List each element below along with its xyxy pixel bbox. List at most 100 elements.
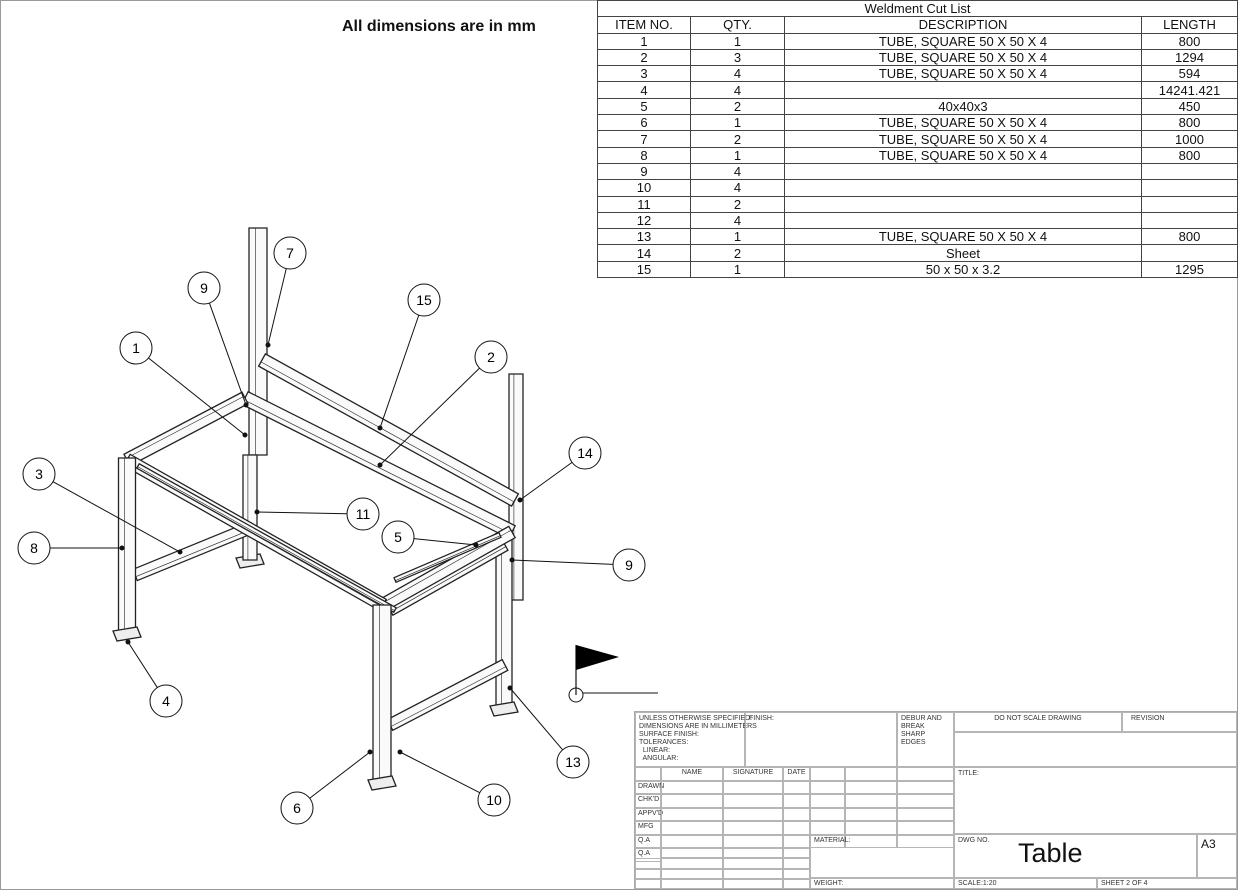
revision-field: REVISION xyxy=(1122,712,1237,732)
leader-line xyxy=(52,481,181,553)
signature-grid-cell xyxy=(810,780,845,794)
balloon-number: 3 xyxy=(35,466,43,482)
title-field: TITLE: xyxy=(954,767,1237,834)
signature-grid-cell xyxy=(783,878,810,890)
leader-line xyxy=(511,559,614,565)
back-right-post xyxy=(495,537,513,709)
description-cell: TUBE, SQUARE 50 X 50 X 4 xyxy=(784,32,1142,50)
balloon-number: 2 xyxy=(487,349,495,365)
signature-grid-cell xyxy=(635,878,661,890)
leader-line xyxy=(208,302,247,406)
signature-grid-cell xyxy=(661,821,723,835)
description-cell: TUBE, SQUARE 50 X 50 X 4 xyxy=(784,65,1142,83)
signature-grid-cell xyxy=(897,821,954,835)
material-field: MATERIAL: xyxy=(810,834,954,878)
signature-grid-cell xyxy=(723,780,783,794)
description-cell: 50 x 50 x 3.2 xyxy=(784,260,1142,279)
balloon-number: 1 xyxy=(132,340,140,356)
signature-grid-cell xyxy=(723,834,783,848)
signature-grid-cell xyxy=(635,868,661,879)
item-balloon: 8 xyxy=(17,531,51,565)
leader-line xyxy=(379,367,480,466)
inner-front-rail xyxy=(135,462,398,614)
balloon-number: 5 xyxy=(394,529,402,545)
signature-grid-cell: CHK'D xyxy=(635,794,661,808)
finish-field: FINISH: xyxy=(745,712,897,767)
item-no-cell: 12 xyxy=(597,211,691,230)
item-no-cell: 14 xyxy=(597,244,691,262)
front-left-post xyxy=(117,457,137,633)
description-cell: TUBE, SQUARE 50 X 50 X 4 xyxy=(784,48,1142,67)
revision-value xyxy=(954,732,1237,767)
item-balloon: 11 xyxy=(346,497,380,531)
tolerance-line: UNLESS OTHERWISE SPECIFIED: xyxy=(639,715,753,722)
tolerance-line: ANGULAR: xyxy=(639,755,679,762)
length-cell: 800 xyxy=(1141,114,1238,132)
balloon-number: 14 xyxy=(577,445,593,461)
back-left-post-lower xyxy=(242,454,258,561)
description-cell: TUBE, SQUARE 50 X 50 X 4 xyxy=(784,146,1142,164)
signature-grid-cell: SIGNATURE xyxy=(723,767,783,781)
item-balloon: 10 xyxy=(477,783,511,817)
signature-grid-cell xyxy=(661,794,723,808)
leader-line xyxy=(309,751,371,799)
signature-grid-cell: Q.A xyxy=(635,834,661,848)
signature-grid-cell: DRAWN xyxy=(635,780,664,794)
signature-grid-cell xyxy=(845,807,897,821)
tolerance-line: DIMENSIONS ARE IN MILLIMETERS xyxy=(639,723,757,730)
signature-grid-cell xyxy=(723,878,783,890)
signature-grid-cell xyxy=(783,821,810,835)
upper-back-rail xyxy=(257,352,520,508)
signature-grid-cell xyxy=(723,868,783,879)
signature-grid-cell xyxy=(897,780,954,794)
tolerance-notes: UNLESS OTHERWISE SPECIFIED:DIMENSIONS AR… xyxy=(635,712,757,767)
datum-flag-icon xyxy=(568,645,658,703)
signature-grid-cell xyxy=(661,878,723,890)
signature-grid-cell xyxy=(810,794,845,808)
units-note: All dimensions are in mm xyxy=(342,18,536,35)
leader-line xyxy=(256,511,348,515)
item-balloon: 4 xyxy=(149,684,183,718)
balloon-number: 9 xyxy=(200,280,208,296)
balloon-number: 11 xyxy=(356,506,371,522)
qty-cell: 1 xyxy=(690,260,785,279)
item-balloon: 9 xyxy=(187,271,221,305)
signature-grid-cell xyxy=(845,780,897,794)
leader-line xyxy=(148,357,246,436)
balloon-number: 10 xyxy=(486,792,502,808)
signature-grid-cell xyxy=(810,807,845,821)
signature-grid-cell xyxy=(810,767,845,781)
signature-grid-cell xyxy=(723,807,783,821)
leader-line xyxy=(509,687,564,751)
item-balloon: 15 xyxy=(407,283,441,317)
leader-line xyxy=(399,751,480,794)
foot-plate xyxy=(112,626,142,642)
signature-grid-cell xyxy=(897,767,954,781)
signature-grid-cell xyxy=(783,834,810,848)
balloon-number: 9 xyxy=(625,557,633,573)
signature-grid-cell xyxy=(661,834,723,848)
signature-grid-cell: MFG xyxy=(635,821,661,835)
signature-grid-cell: NAME xyxy=(661,767,723,781)
do-not-scale-note: DO NOT SCALE DRAWING xyxy=(954,712,1122,732)
description-cell: TUBE, SQUARE 50 X 50 X 4 xyxy=(784,130,1142,148)
signature-grid-cell xyxy=(783,807,810,821)
leader-line xyxy=(379,314,420,429)
item-balloon: 13 xyxy=(556,745,590,779)
balloon-leaders xyxy=(50,268,614,799)
balloon-number: 7 xyxy=(286,245,294,261)
signature-grid-cell xyxy=(845,821,897,835)
signature-grid-cell xyxy=(783,858,810,869)
sheet-number: SHEET 2 OF 4 xyxy=(1097,878,1237,889)
header-length: LENGTH xyxy=(1141,16,1238,34)
signature-grid-cell: DATE xyxy=(783,767,810,781)
